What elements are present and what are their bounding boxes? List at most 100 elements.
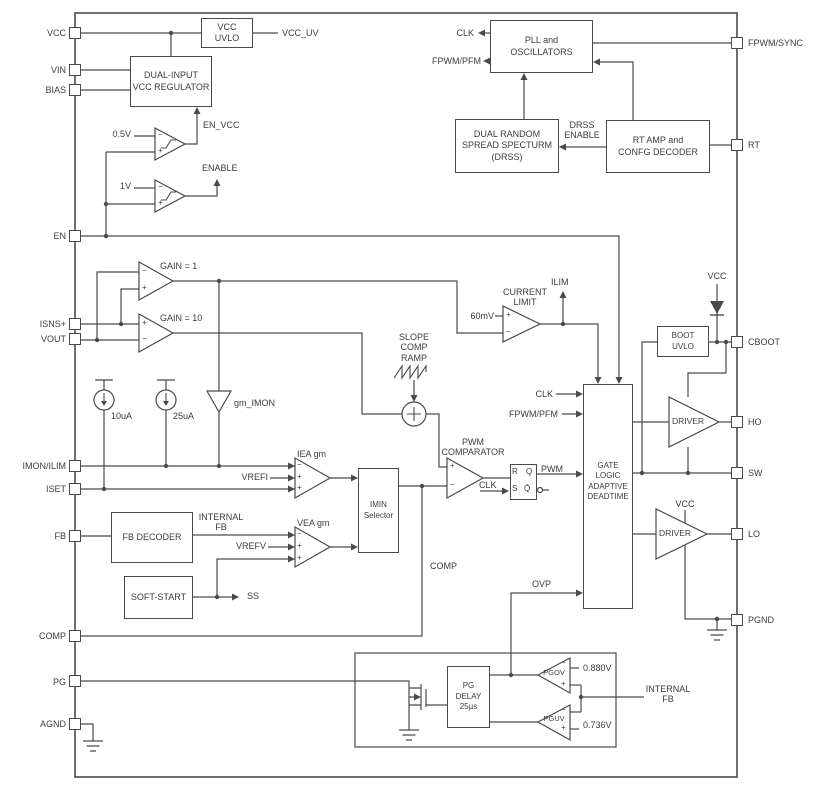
label-vcc-diode: VCC (707, 271, 727, 281)
amp-gain1 (138, 260, 175, 302)
label-10ua: 10uA (111, 411, 133, 421)
sign-minus: − (506, 327, 511, 336)
pin-label-sw: SW (748, 468, 763, 478)
junction-dot (94, 337, 100, 343)
junction-dot (508, 672, 514, 678)
arrow-gate-ovp (576, 589, 583, 597)
wire-isns (81, 288, 139, 325)
junction-dot (214, 594, 220, 600)
pin-label-comp: COMP (39, 631, 66, 641)
arrow-gate-fpwm (576, 410, 583, 418)
label-gm-imon: gm_IMON (234, 398, 276, 408)
amp-gain10 (138, 312, 175, 354)
label-clk-out: CLK (456, 28, 474, 38)
comparator-en-vcc (154, 127, 187, 161)
pin-lo (731, 528, 743, 540)
pin-vcc (69, 27, 81, 39)
pin-en (69, 230, 81, 242)
label-en-vcc: EN_VCC (203, 120, 240, 130)
sign-plus: + (158, 198, 163, 207)
pin-label-en: EN (53, 231, 66, 241)
driver-lo-label: DRIVER (658, 528, 692, 538)
wire-ho-boot (687, 342, 727, 397)
sign-plus: + (297, 541, 302, 550)
wire-en-branch (105, 151, 155, 236)
sign-plus: + (450, 461, 455, 470)
arrow-imin-in1 (351, 474, 358, 482)
label-vcc-uv: VCC_UV (282, 28, 319, 38)
arrow-gate-pwm (576, 470, 583, 478)
pin-label-vout: VOUT (40, 334, 66, 344)
label-gate-fpwm-pfm: FPWM/PFM (509, 409, 558, 419)
sign-minus: − (158, 130, 163, 139)
label-current-limit: CURRENT LIMIT (503, 287, 547, 308)
label-enable: ENABLE (202, 163, 238, 173)
block-vcc-uvlo: VCC UVLO (201, 18, 253, 48)
wire-cs25 (157, 379, 175, 466)
sign-minus: − (450, 480, 455, 489)
pin-label-pg: PG (52, 677, 66, 687)
block-soft-start: SOFT-START (124, 576, 193, 619)
arrow-en-vcc (193, 107, 201, 114)
junction-dot (118, 321, 124, 327)
arrow-iea-1 (288, 462, 295, 470)
pin-isns (69, 318, 81, 330)
sign-plus: + (142, 318, 147, 327)
arrow-enable (213, 179, 221, 186)
arrow-ss (232, 593, 239, 601)
pin-label-bias: BIAS (45, 85, 66, 95)
pin-sw (731, 467, 743, 479)
block-boot-uvlo: BOOT UVLO (657, 326, 709, 357)
junction-dot (723, 339, 729, 345)
pin-fpwm-sync (731, 37, 743, 49)
latch-r-label: R (512, 467, 518, 476)
pin-bias (69, 84, 81, 96)
arrow-cs10 (101, 401, 107, 406)
label-pwm-comparator: PWM COMPARATOR (441, 437, 505, 458)
sign-minus: − (297, 460, 302, 469)
junction-dot (103, 233, 109, 239)
junction-dot (578, 694, 584, 700)
label-25ua: 25uA (173, 411, 195, 421)
label-fpwm-pfm-out: FPWM/PFM (432, 56, 481, 66)
driver-ho-triangle (668, 396, 721, 448)
sign-minus: − (158, 182, 163, 191)
diode-icon (710, 301, 724, 314)
sign-plus: + (506, 310, 511, 319)
wire-en-vcc (185, 110, 198, 145)
pin-iset (69, 483, 81, 495)
comparator-pguv (536, 704, 571, 742)
arrow-slope (410, 395, 418, 402)
block-rt-amp-decoder: RT AMP and CONFG DECODER (606, 120, 710, 173)
pin-label-cboot: CBOOT (748, 337, 781, 347)
wire-rt-to-pll (596, 61, 634, 120)
label-1v: 1V (119, 181, 131, 191)
label-60mv: 60mV (470, 311, 494, 321)
wire-gain1-out (173, 280, 503, 334)
wire-cs10 (95, 379, 113, 489)
arrow-vea-1 (288, 531, 295, 539)
junction-dot (163, 463, 169, 469)
hysteresis-icon-1 (161, 139, 176, 149)
pin-rt (731, 139, 743, 151)
wire-gain10-out (173, 332, 402, 415)
hysteresis-icon-2 (161, 191, 176, 201)
wire-agnd (81, 723, 94, 741)
arrow-vea-3 (288, 555, 295, 563)
arrow-cs25 (163, 401, 169, 406)
label-pwm: PWM (541, 464, 563, 474)
arrow-gate-en (615, 377, 623, 384)
comparator-pwm (446, 456, 485, 500)
label-pgov: PGOV (543, 668, 565, 677)
gm-imon-triangle (205, 390, 233, 414)
sawtooth-icon (393, 364, 427, 380)
arrow-fpwm-out (483, 57, 490, 65)
arrow-drss-enable (559, 143, 566, 151)
driver-ho-label: DRIVER (671, 416, 705, 426)
arrow-clk-s (502, 487, 509, 495)
comparator-pgov (536, 657, 571, 695)
pin-agnd (69, 718, 81, 730)
pin-pg (69, 675, 81, 687)
sign-minus: − (561, 658, 566, 667)
junction-dot (101, 486, 107, 492)
